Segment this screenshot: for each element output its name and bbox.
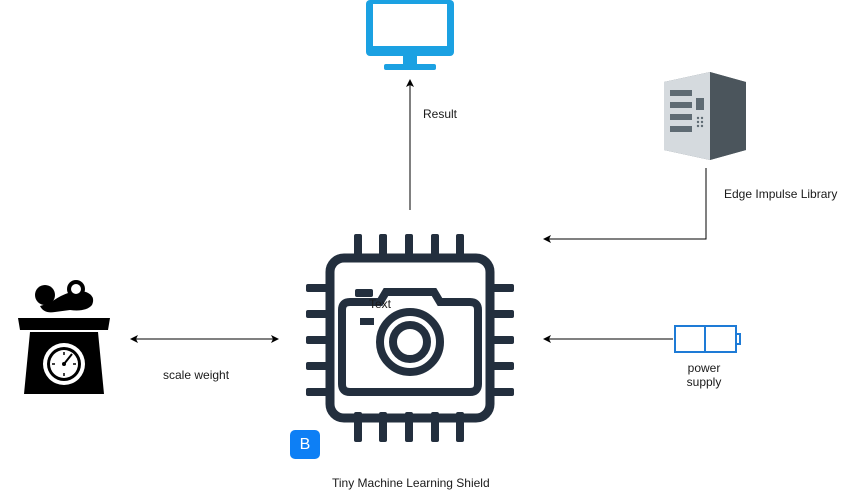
bootstrap-badge-icon [290,430,320,459]
tiny-ml-shield-label: Tiny Machine Learning Shield [332,476,490,490]
result-label: Result [423,107,458,121]
chip-icon [306,234,514,442]
server-icon [664,72,746,160]
power-supply-label-line1: power [687,361,721,375]
camera-icon [338,288,482,396]
battery-icon [674,325,741,353]
scale-weight-label: scale weight [163,368,230,382]
baby-scale-icon [18,280,110,394]
power-supply-label-line2: supply [686,375,722,389]
chip-text-label: Text [369,297,392,311]
connectors [130,79,707,343]
monitor-icon [366,0,454,70]
badge-letter: B [299,436,311,453]
library-arrow [543,168,707,243]
edge-impulse-library-label: Edge Impulse Library [724,187,838,201]
